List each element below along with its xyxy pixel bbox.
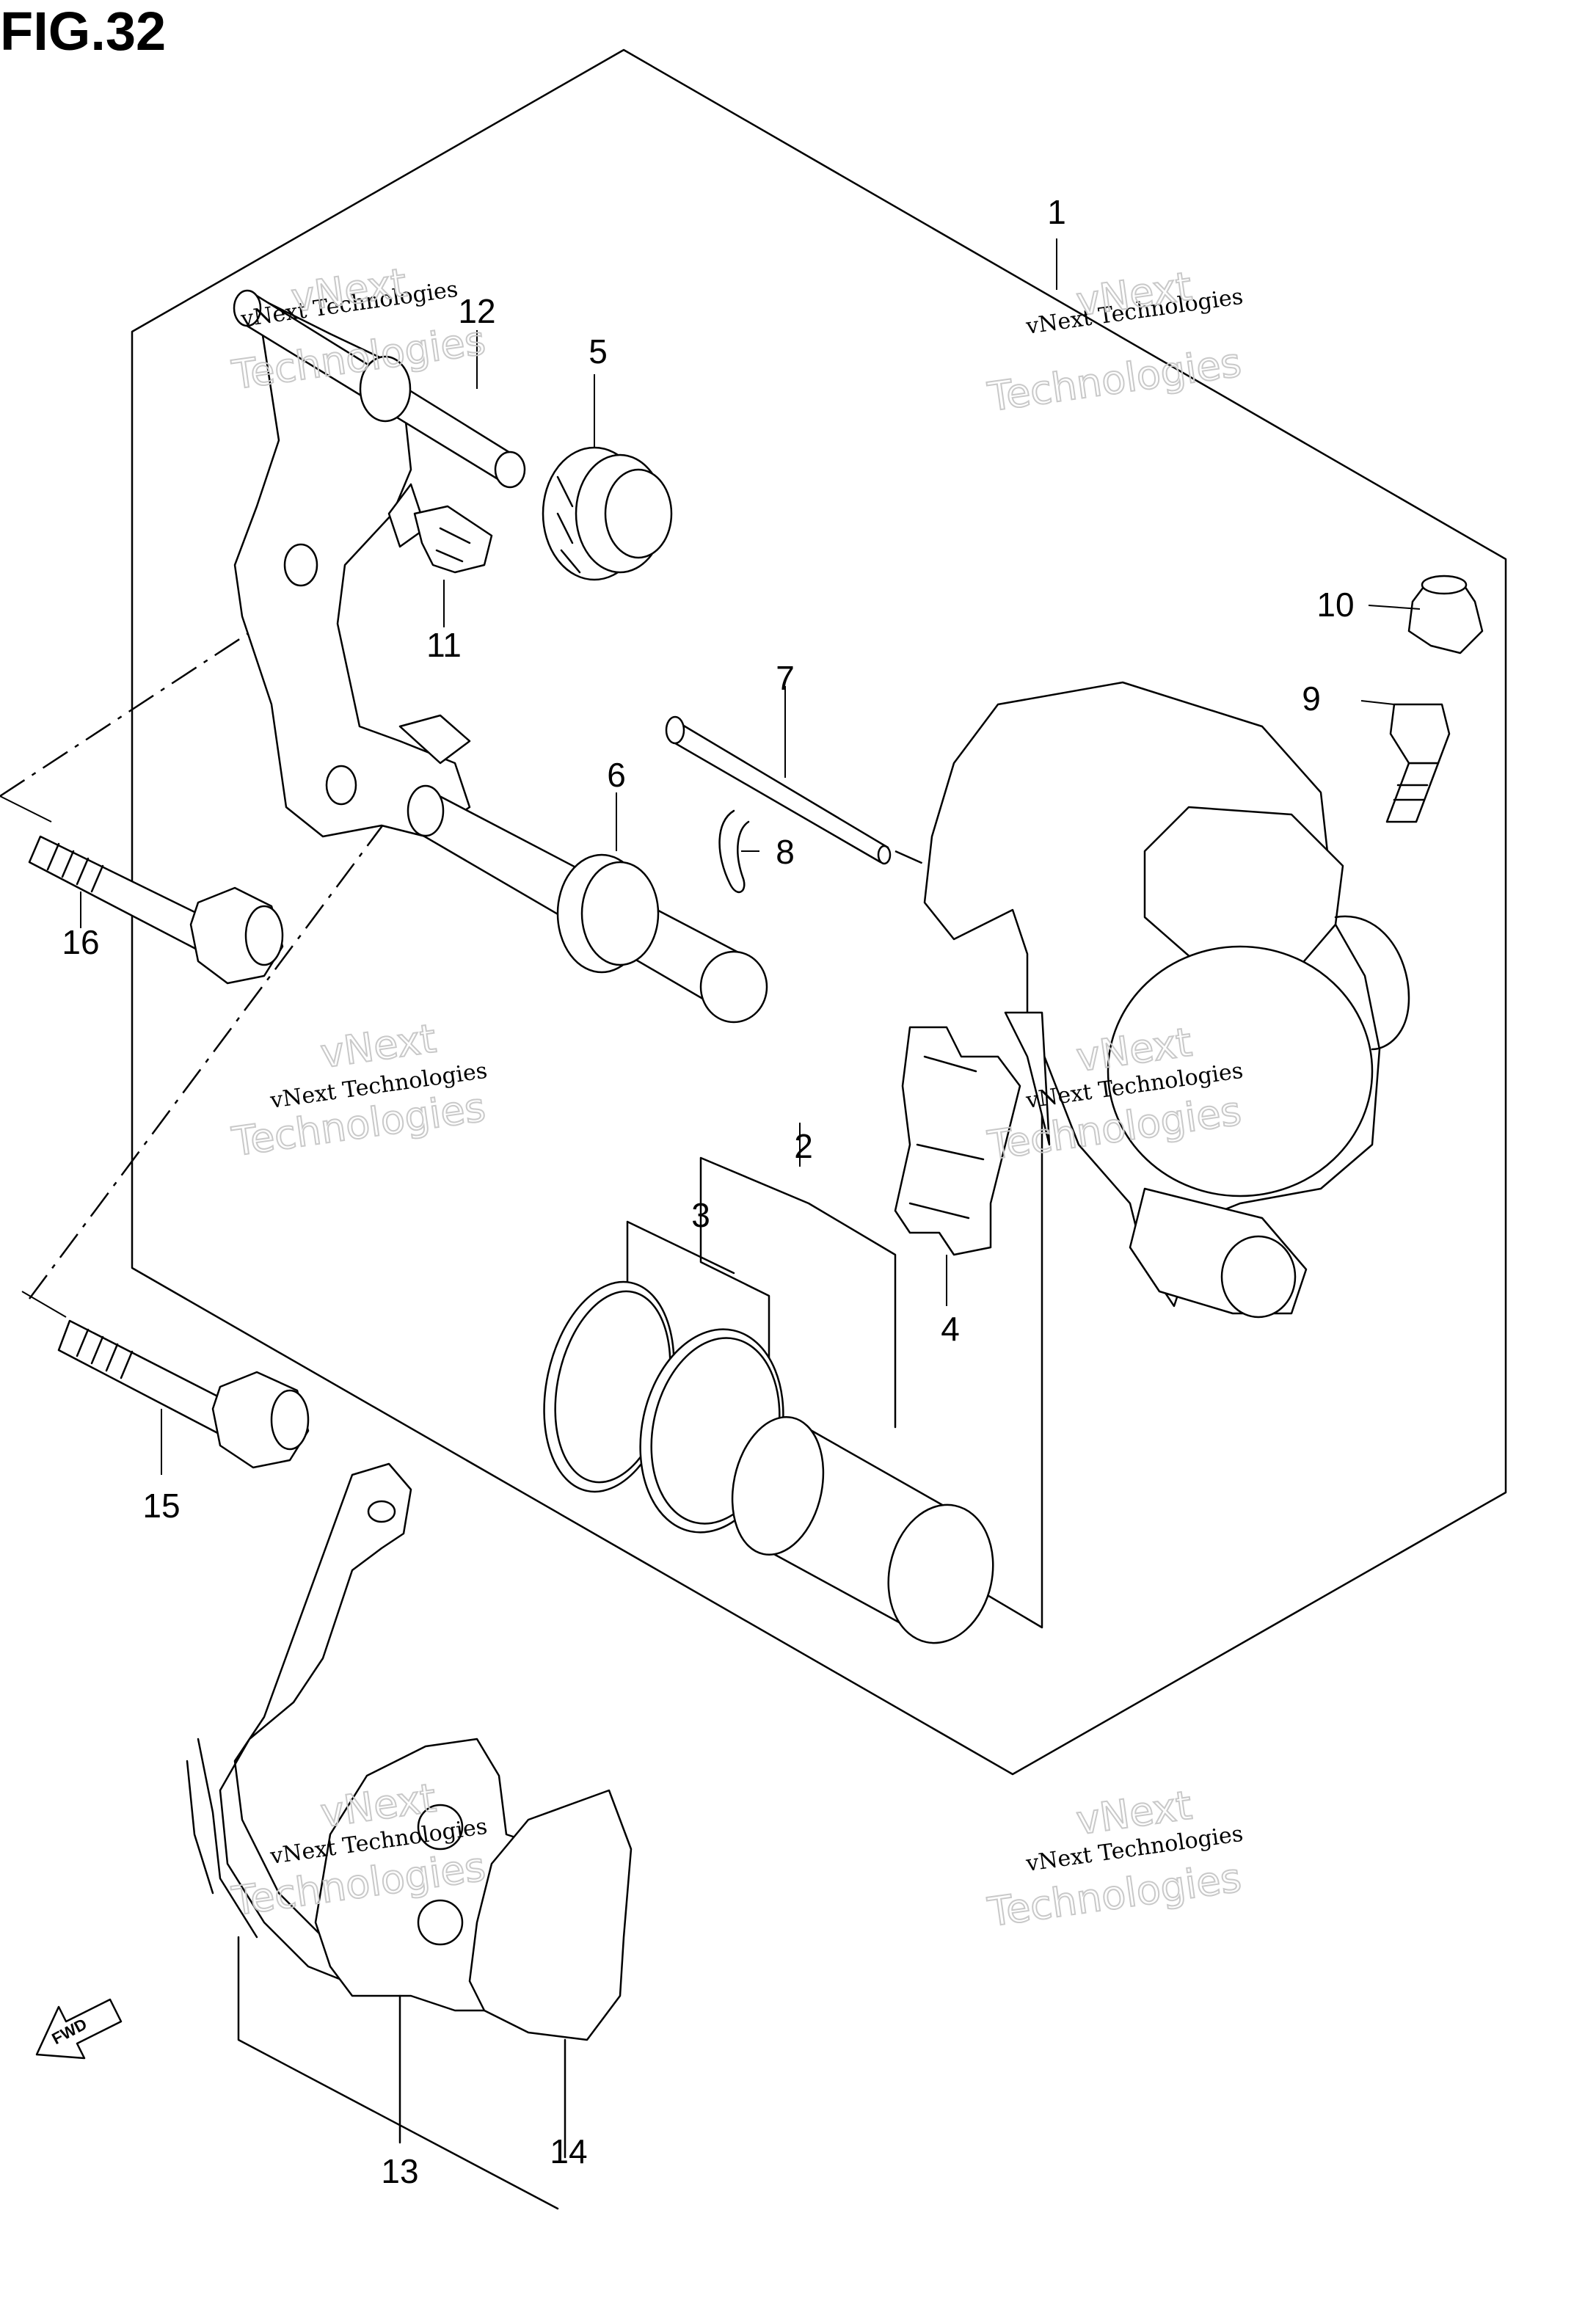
part-5-dust-boot xyxy=(542,446,673,581)
bolt15-guide-tail xyxy=(21,1291,67,1318)
part-12-upper-slide-pin xyxy=(233,289,526,489)
part-15-bolt xyxy=(57,1319,310,1469)
svg-text:Technologies: Technologies xyxy=(985,339,1244,420)
part-6-lower-slide-pin xyxy=(407,784,768,1024)
watermark-bottom-right: vNext Technologies vNext Technologies xyxy=(984,1782,1245,1936)
part-9-bleeder xyxy=(1385,703,1451,823)
figure-title: FIG.32 xyxy=(0,1,166,62)
callout-7: 7 xyxy=(776,659,795,697)
callout-14: 14 xyxy=(550,2132,587,2170)
assembly-frame xyxy=(131,48,1507,1776)
pad-set-bracket xyxy=(237,1936,566,2210)
callout-5: 5 xyxy=(589,332,608,371)
callout-15: 15 xyxy=(142,1487,180,1525)
callout-10: 10 xyxy=(1316,586,1354,624)
callout-3: 3 xyxy=(691,1196,710,1234)
piston xyxy=(731,1415,994,1644)
part-7-pad-pin xyxy=(665,715,892,865)
fwd-arrow-icon: FWD xyxy=(35,1998,123,2060)
svg-text:Technologies: Technologies xyxy=(985,1854,1244,1936)
caliper-bracket xyxy=(233,296,471,838)
callout-16: 16 xyxy=(62,923,99,961)
pad-shim-plate xyxy=(186,1462,412,1983)
pin-guide xyxy=(894,850,929,867)
callout-13: 13 xyxy=(381,2152,418,2190)
part-11-pin-clip xyxy=(413,505,493,574)
part-8-r-clip xyxy=(718,809,750,894)
callout-11: 11 xyxy=(426,626,462,664)
callout-12: 12 xyxy=(458,292,495,330)
watermark-top-right: vNext Technologies vNext Technologies xyxy=(984,263,1245,421)
callout-6: 6 xyxy=(607,756,626,794)
part-10-bleeder-cap xyxy=(1407,575,1484,655)
part-4-pad-spring xyxy=(894,1026,1021,1256)
callout-4: 4 xyxy=(941,1310,960,1348)
leader-lines xyxy=(80,238,1421,1475)
callout-9: 9 xyxy=(1302,679,1321,718)
watermark-mid-left: vNext Technologies vNext Technologies xyxy=(228,1015,489,1166)
caliper-body xyxy=(923,681,1410,1319)
part-14-brake-pad xyxy=(468,1789,633,2041)
svg-text:vNext: vNext xyxy=(288,260,409,321)
callout-1: 1 xyxy=(1047,193,1066,231)
part-16-bolt xyxy=(28,835,284,985)
callout-8: 8 xyxy=(776,833,795,871)
callout-2: 2 xyxy=(794,1127,813,1165)
bolt16-guide-tail xyxy=(0,795,52,823)
